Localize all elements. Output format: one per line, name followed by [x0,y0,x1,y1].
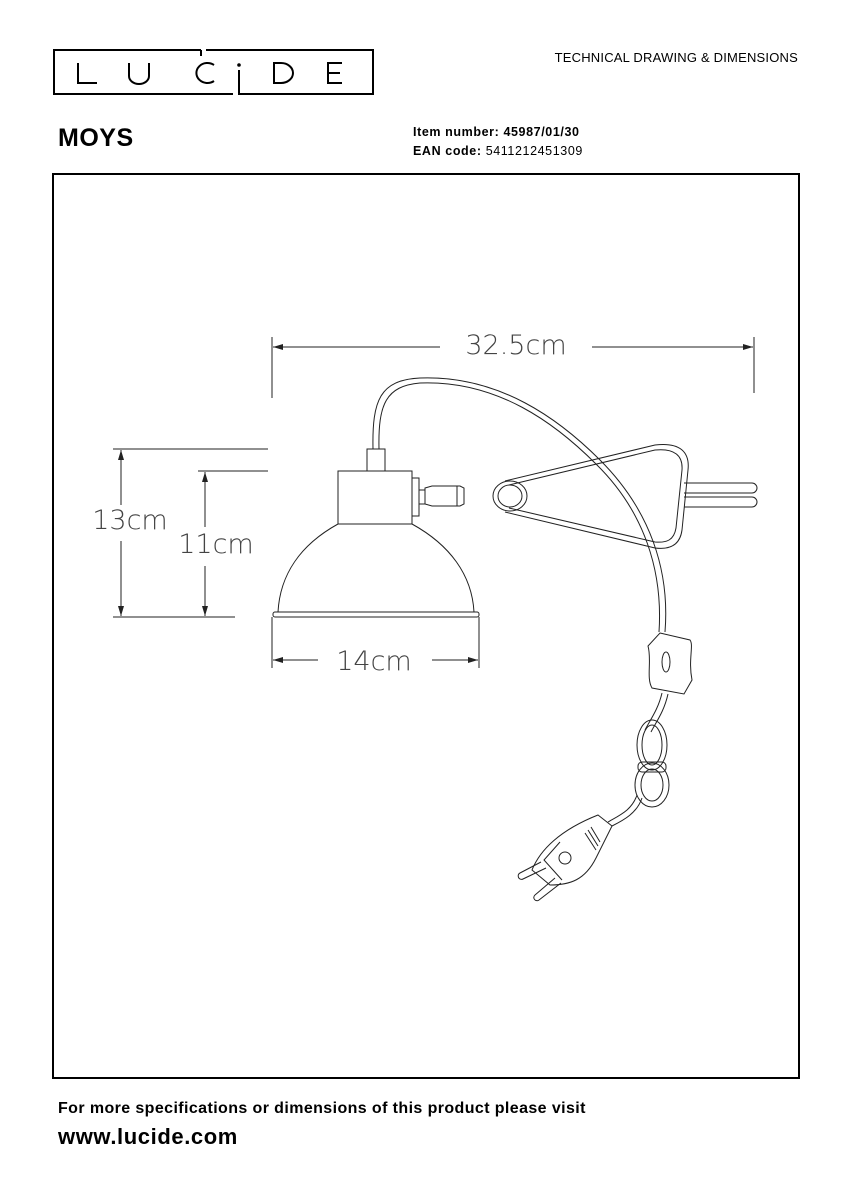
footer-info-text: For more specifications or dimensions of… [58,1100,586,1117]
item-number-label: Item number: [413,125,500,139]
item-number-row: Item number: 45987/01/30 [413,123,583,142]
label-shade-diameter: 14cm [336,646,412,677]
dimension-shade-diameter [271,617,480,668]
ean-label: EAN code: [413,144,482,158]
item-number-value: 45987/01/30 [503,125,580,139]
ean-value: 5411212451309 [485,144,583,158]
lucide-logo [53,49,374,95]
label-total-width: 32.5cm [465,330,566,361]
power-cable [372,377,667,633]
website-link[interactable]: www.lucide.com [58,1124,238,1149]
ean-row: EAN code: 5411212451309 [413,142,583,161]
drawing-frame [52,173,800,1079]
inline-switch [647,632,693,695]
coiled-cord [607,692,670,827]
lamp-shade [272,448,480,618]
dimension-height-shade [198,470,268,616]
euro-plug [517,814,613,902]
dimension-height-total [113,448,268,618]
product-name: MOYS [58,124,134,152]
dimension-width-total [271,337,755,398]
label-shade-height: 11cm [178,529,254,560]
document-type-label: TECHNICAL DRAWING & DIMENSIONS [554,50,798,65]
clamp [492,443,758,549]
label-total-height: 13cm [92,505,168,536]
product-meta: Item number: 45987/01/30 EAN code: 54112… [413,123,583,161]
